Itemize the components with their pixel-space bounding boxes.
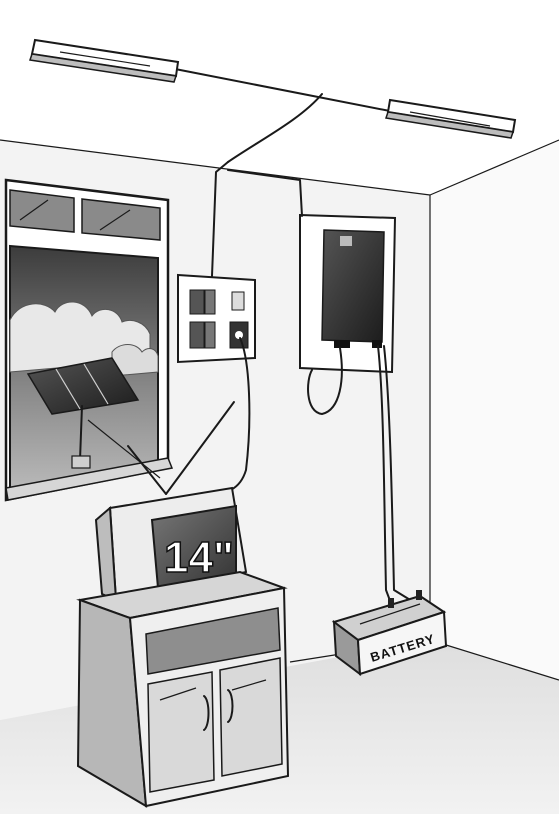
tv-cabinet xyxy=(78,572,288,806)
window xyxy=(6,180,172,500)
cabinet-door-right xyxy=(220,658,282,776)
right-wall xyxy=(430,140,559,680)
cabinet-door-left xyxy=(148,672,214,792)
charge-controller xyxy=(300,215,395,372)
